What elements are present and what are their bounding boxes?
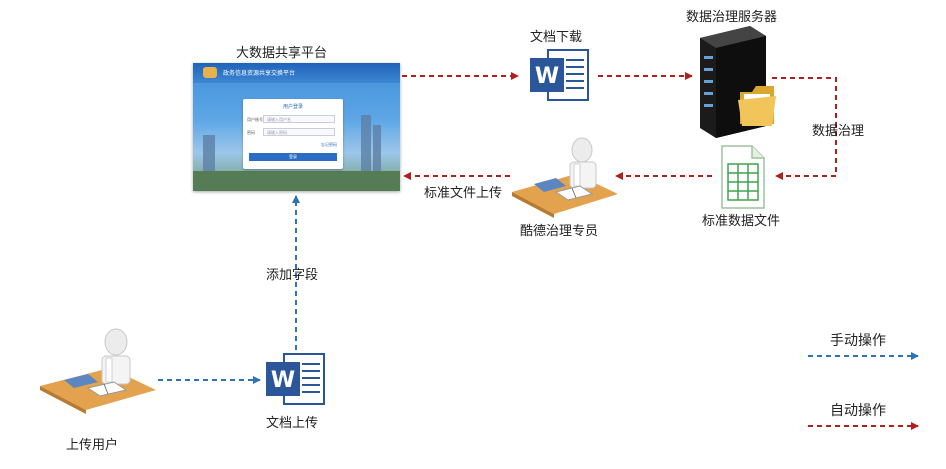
- building: [203, 135, 215, 175]
- password-field[interactable]: 请输入密码: [263, 128, 335, 136]
- person-at-desk-icon: [512, 137, 618, 218]
- word-document-icon: W: [266, 353, 325, 405]
- spreadsheet-icon: [721, 145, 765, 209]
- governance-label: 数据治理: [812, 124, 865, 139]
- person-at-desk-icon: [40, 328, 156, 414]
- emblem-icon: [203, 67, 217, 78]
- folder-icon: [738, 86, 776, 126]
- add-field-label: 添加字段: [266, 268, 319, 283]
- platform-header-title: 政务信息资源共享交换平台: [223, 70, 296, 77]
- svg-text:W: W: [535, 64, 559, 89]
- upload-user-label: 上传用户: [66, 438, 119, 453]
- doc-upload-label: 文档上传: [266, 416, 319, 431]
- ground: [193, 171, 400, 191]
- platform-label: 大数据共享平台: [236, 46, 328, 61]
- username-label: 用户账号: [247, 117, 263, 122]
- legend-auto-label: 自动操作: [830, 403, 886, 419]
- specialist-label: 酷德治理专员: [520, 224, 599, 239]
- std-file-label: 标准数据文件: [702, 214, 781, 229]
- std-upload-label: 标准文件上传: [424, 186, 503, 201]
- login-title: 用户登录: [282, 104, 303, 110]
- platform-window: 政务信息资源共享交换平台 用户登录 用户账号 请输入用户名 密码 请输入密码 忘…: [193, 63, 400, 191]
- legend-manual-label: 手动操作: [830, 333, 886, 349]
- login-card: 用户登录 用户账号 请输入用户名 密码 请输入密码 忘记密码 登录: [243, 99, 343, 169]
- auto-flow-lines: [402, 72, 837, 180]
- server-label: 数据治理服务器: [686, 10, 778, 25]
- forgot-password-link[interactable]: 忘记密码: [321, 142, 337, 147]
- svg-text:W: W: [271, 368, 295, 393]
- building: [361, 115, 371, 175]
- login-button[interactable]: 登录: [249, 153, 337, 161]
- flow-server-to-stdfile: [772, 77, 837, 180]
- username-field[interactable]: 请输入用户名: [263, 115, 335, 123]
- password-label: 密码: [247, 130, 255, 135]
- doc-download-label: 文档下载: [530, 30, 583, 45]
- platform-header-bar: 政务信息资源共享交换平台: [193, 63, 400, 83]
- building: [373, 125, 381, 175]
- manual-flow-lines: [158, 195, 300, 384]
- word-document-icon: W: [530, 49, 589, 101]
